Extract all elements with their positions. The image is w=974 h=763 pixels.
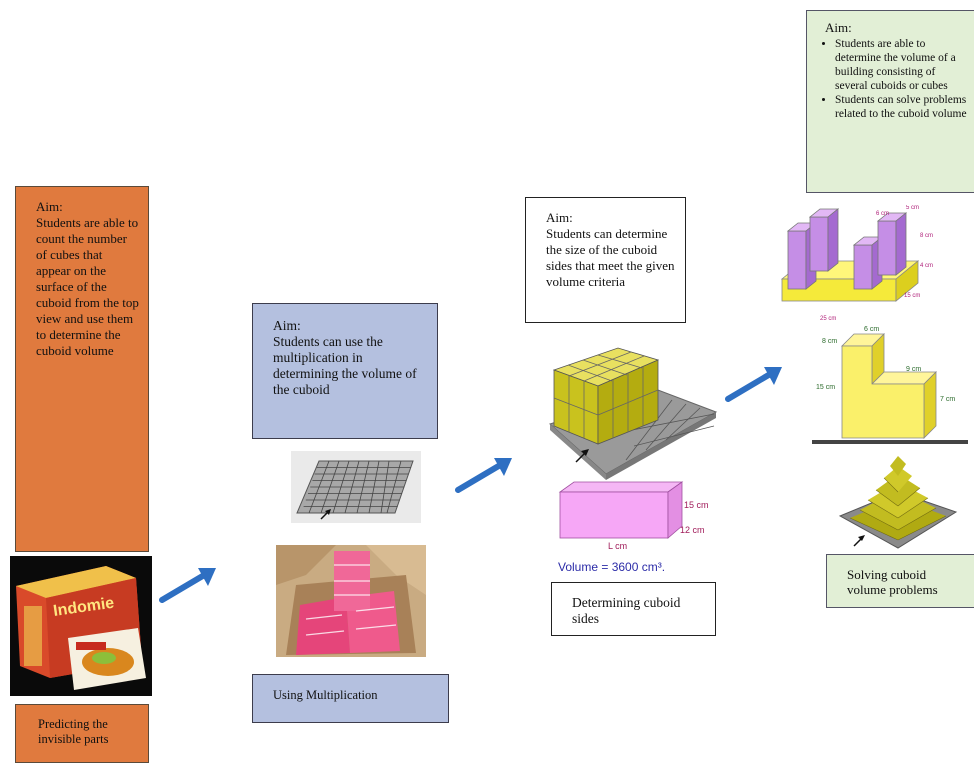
right-arrow-icon [159,568,216,603]
fig1-dim-label: 5 cm [906,205,920,211]
fig2-dim-label: 8 cm [822,338,838,345]
dim-width-label: 12 cm [680,525,705,535]
stage4-caption-box: Solving cuboid volume problems [826,554,974,608]
fig1-dim-label: 6 cm [876,211,890,217]
fig1-dim-label: 25 cm [820,316,837,322]
fig1-dim-label: 4 cm [920,263,934,269]
noodle-box-photo: Indomie [10,556,152,696]
purple-towers-figure: 6 cm 5 cm 8 cm 4 cm 15 cm 25 cm [778,205,940,325]
stage4-aim-bullet: Students can solve problems related to t… [835,93,968,121]
fig2-dim-label: 6 cm [864,326,880,333]
volume-text: Volume = 3600 cm³. [558,560,666,574]
stage1-aim-text: Students are able to count the number of… [36,215,139,358]
dim-length-label: L cm [608,541,628,551]
dim-height-label: 15 cm [684,500,709,510]
l-shape-figure: 6 cm 8 cm 9 cm 15 cm 7 cm [812,326,968,446]
stage2-aim-box: Aim: Students can use the multiplication… [252,303,438,439]
grid-base-figure [291,451,421,523]
stage1-caption: Predicting the invisible parts [38,717,109,746]
stage2-caption-box: Using Multiplication [252,674,449,723]
stage1-aim-title: Aim: [36,199,63,214]
stage4-aim-bullet: Students are able to determine the volum… [835,37,968,93]
stage4-aim-title: Aim: [825,20,852,35]
stage1-caption-box: Predicting the invisible parts [15,704,149,763]
stage2-caption: Using Multiplication [273,688,378,702]
stage3-aim-title: Aim: [546,210,573,225]
pink-cuboid-figure: 15 cm 12 cm L cm [556,480,716,552]
stage4-aim-list: Students are able to determine the volum… [825,37,968,121]
fig1-dim-label: 15 cm [904,293,921,299]
stage3-aim-text: Students can determine the size of the c… [546,226,675,289]
right-arrow-icon [455,458,512,493]
fig1-dim-label: 8 cm [920,233,934,239]
stage2-aim-text: Students can use the multiplication in d… [273,334,417,397]
fig2-dim-label: 15 cm [816,384,836,391]
stage4-caption: Solving cuboid volume problems [847,567,938,597]
stage3-caption-box: Determining cuboid sides [551,582,716,636]
stage3-caption: Determining cuboid sides [572,595,681,626]
stage1-aim-box: Aim: Students are able to count the numb… [15,186,149,552]
right-arrow-icon [725,367,782,402]
cube-pyramid-figure [836,452,960,552]
stage2-aim-title: Aim: [273,318,301,333]
fig2-dim-label: 7 cm [940,396,956,403]
stage3-aim-box: Aim: Students can determine the size of … [525,197,686,323]
cardboard-box-photo [276,545,426,657]
stacked-cubes-on-grid-figure [546,340,718,480]
fig2-dim-label: 9 cm [906,366,922,373]
stage4-aim-box: Aim: Students are able to determine the … [806,10,974,193]
